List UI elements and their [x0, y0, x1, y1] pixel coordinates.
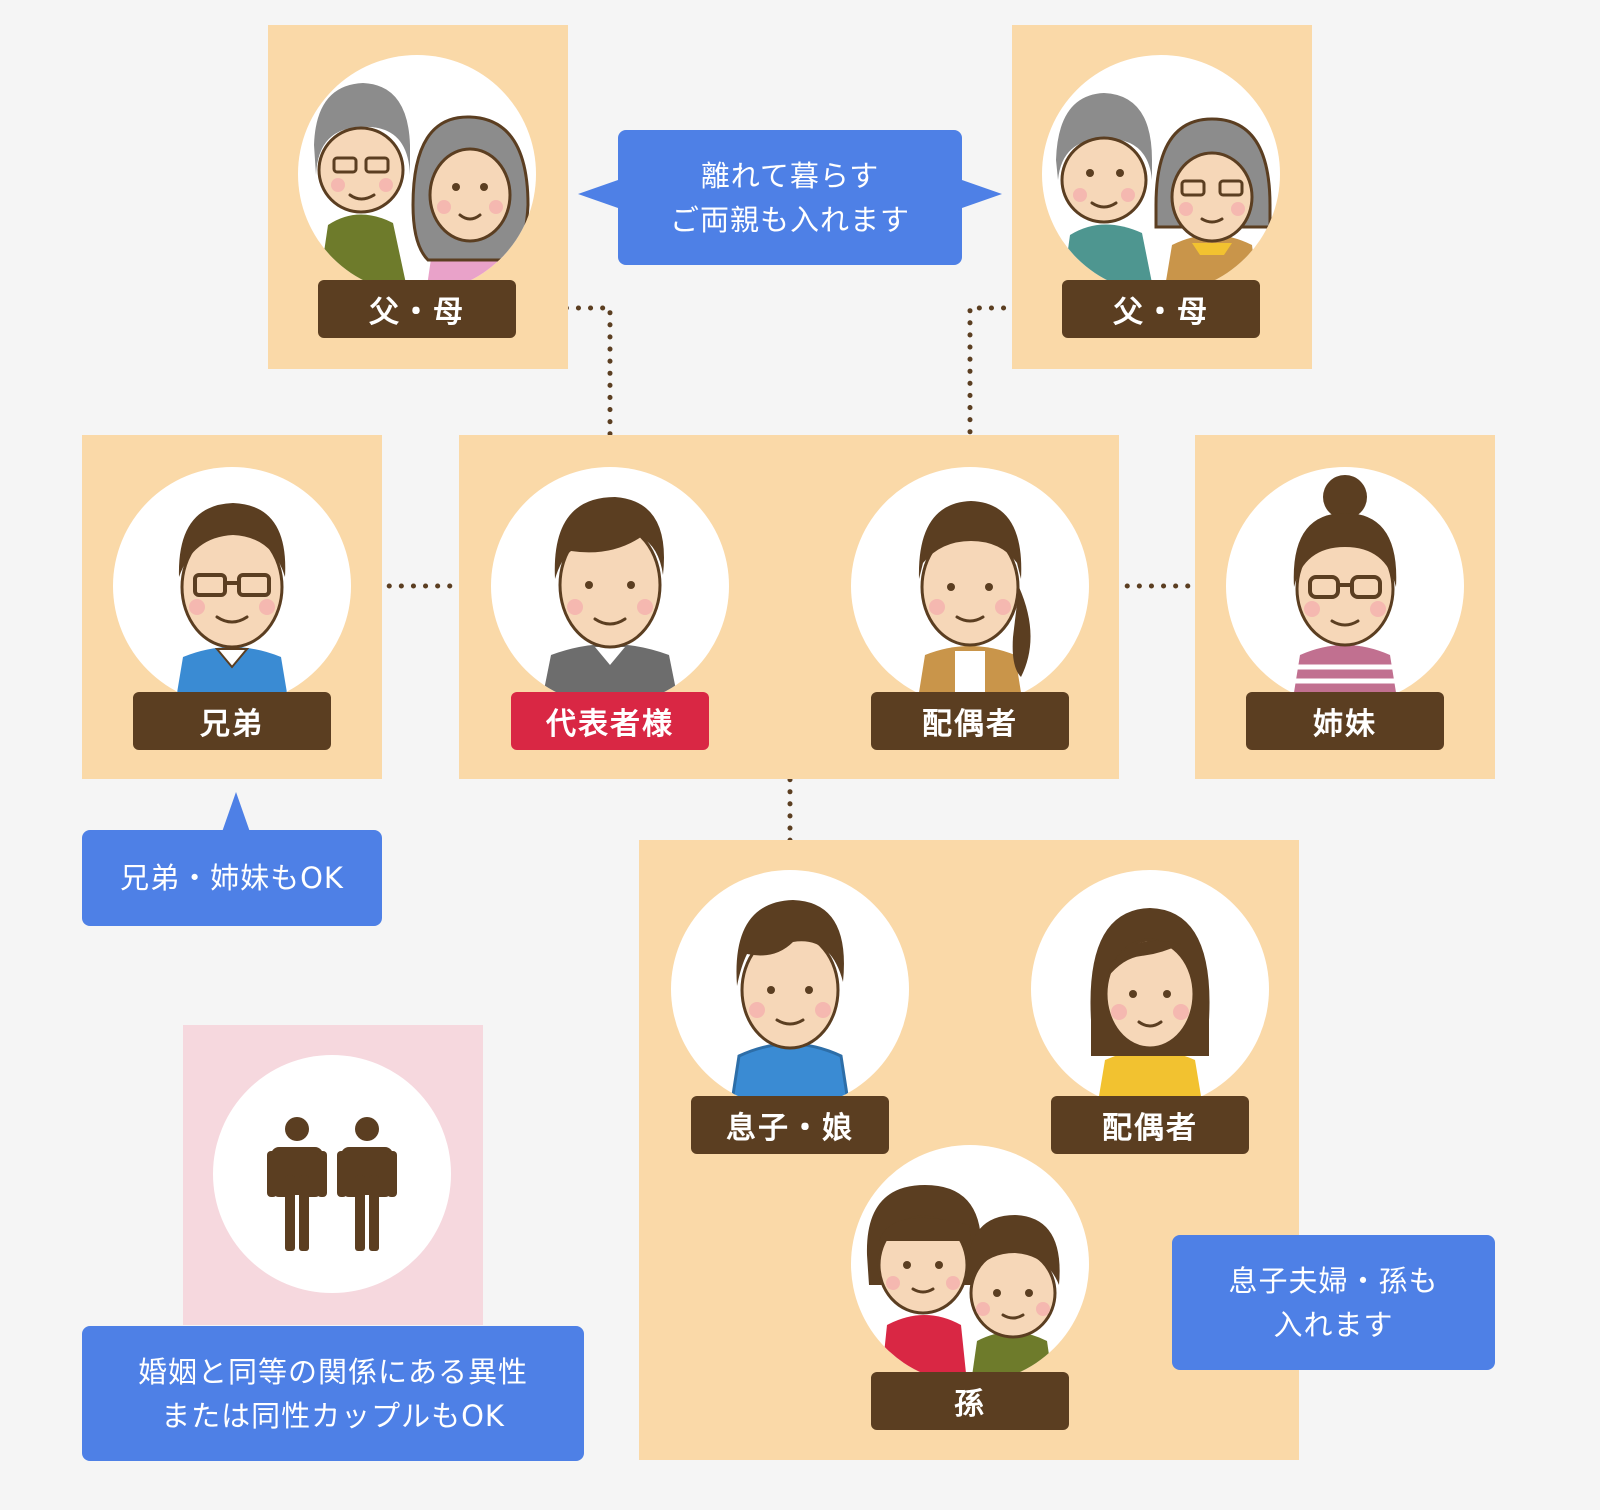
- label-brother: 兄弟: [133, 692, 331, 750]
- bubble-grandchildren-line-2: 入れます: [1273, 1307, 1394, 1342]
- elderly-couple-illustration: [314, 83, 530, 293]
- label-sister: 姉妹: [1246, 692, 1444, 750]
- bubble-siblings: 兄弟・姉妹もOK: [82, 830, 382, 926]
- avatar-grandchild: [851, 1145, 1089, 1383]
- label-parents-right: 父・母: [1062, 280, 1260, 338]
- avatar-sister: [1226, 467, 1464, 705]
- bubble-grandchildren-line-1: 息子夫婦・孫も: [1228, 1263, 1439, 1298]
- label-spouse: 配偶者: [871, 692, 1069, 750]
- bubble-parents-line-2: ご両親も入れます: [669, 202, 910, 237]
- avatar-representative: [491, 467, 729, 705]
- two-persons-icon: [267, 1117, 397, 1251]
- son-illustration: [729, 900, 851, 1108]
- bubble-parents-line-1: 離れて暮らす: [700, 158, 880, 193]
- bubble-parents: 離れて暮らす ご両親も入れます: [618, 130, 962, 265]
- bubble-parents-tail-left: [578, 180, 618, 208]
- avatar-parents-left: [298, 55, 536, 293]
- bubble-parents-tail-right: [962, 180, 1002, 208]
- bubble-partnership-line-1: 婚姻と同等の関係にある異性: [137, 1354, 528, 1389]
- representative-illustration: [541, 497, 679, 705]
- partnership-circle: [213, 1055, 451, 1293]
- label-son-daughter: 息子・娘: [691, 1096, 889, 1154]
- avatar-spouse: [851, 467, 1089, 705]
- avatar-parents-right: [1042, 55, 1280, 293]
- avatar-brother: [113, 467, 351, 705]
- elderly-couple-illustration: [1056, 93, 1272, 293]
- bubble-grandchildren: 息子夫婦・孫も 入れます: [1172, 1235, 1495, 1370]
- bubble-partnership-line-2: または同性カップルもOK: [161, 1398, 505, 1433]
- label-parents-left: 父・母: [318, 280, 516, 338]
- label-grandchild: 孫: [871, 1372, 1069, 1430]
- spouse-illustration: [917, 501, 1031, 705]
- sister-illustration: [1292, 475, 1398, 705]
- grandchildren-illustration: [866, 1185, 1060, 1383]
- avatar-child-spouse: [1031, 870, 1269, 1108]
- brother-illustration: [175, 503, 289, 705]
- avatar-son-daughter: [671, 870, 909, 1108]
- label-child-spouse: 配偶者: [1051, 1096, 1249, 1154]
- label-representative: 代表者様: [511, 692, 709, 750]
- child-spouse-illustration: [1090, 908, 1210, 1108]
- bubble-partnership: 婚姻と同等の関係にある異性 または同性カップルもOK: [82, 1326, 584, 1461]
- bubble-siblings-tail: [222, 792, 250, 832]
